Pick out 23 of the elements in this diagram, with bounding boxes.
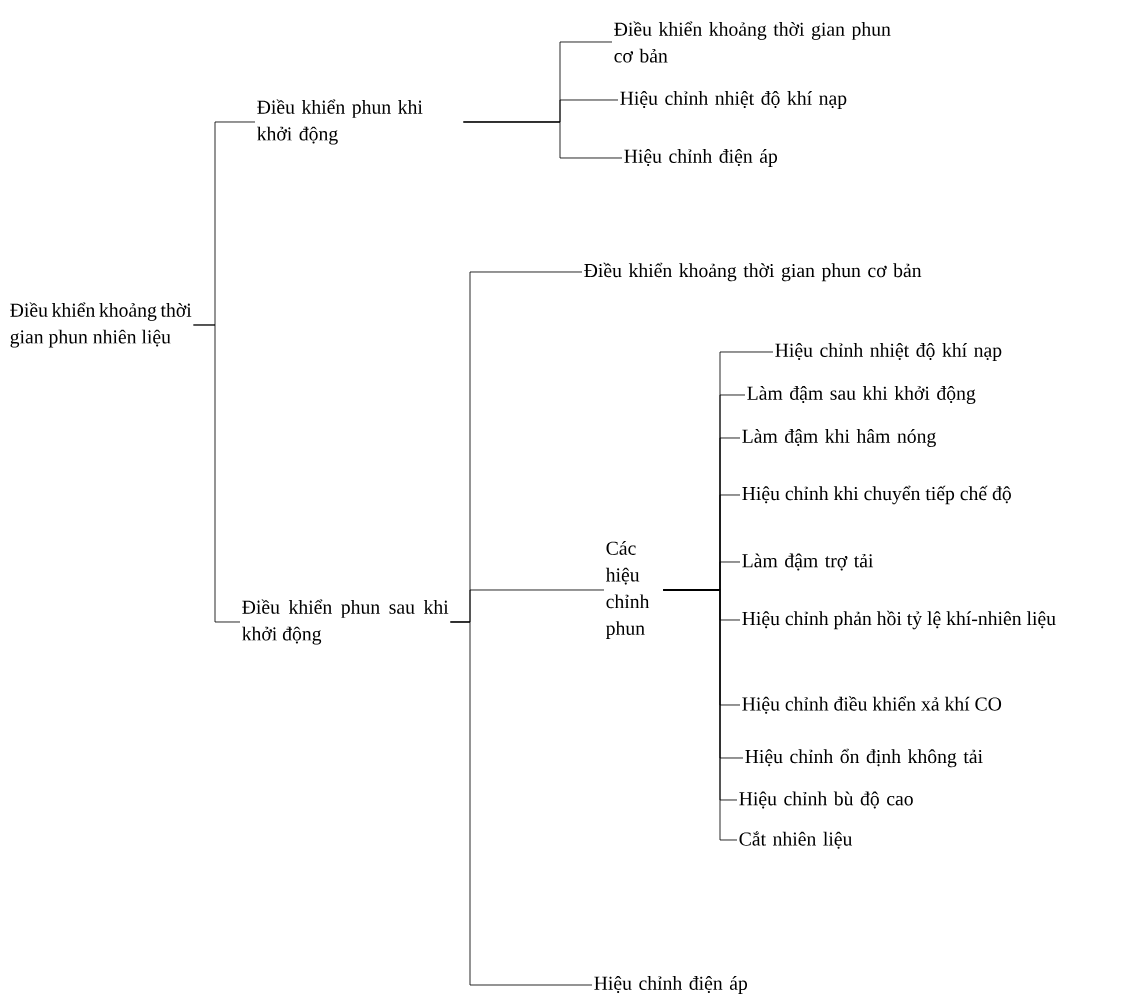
bracket-connector	[462, 121, 623, 159]
leaf-label: Hiệu chỉnh khi chuyển tiếp chế độ	[742, 485, 1011, 505]
leaf-label: Hiệu chỉnh bù độ cao	[739, 791, 913, 809]
branch-label: Điều khiển phun sau khi khởi động	[242, 599, 449, 645]
leaf-label: Điều khiển khoảng thời gian phun cơ bản	[584, 262, 922, 282]
leaf-label: Hiệu chỉnh điện áp	[594, 976, 748, 994]
branch-label: Các hiệu chỉnh phun	[605, 541, 650, 639]
leaf-label: Điều khiển khoảng thời gian phun cơ bản	[614, 21, 891, 63]
leaf-label: Hiệu chỉnh ổn định không tải	[745, 748, 983, 768]
bracket-connector	[662, 589, 738, 841]
branch-label: Điều khiển phun khi khởi động	[257, 99, 423, 145]
leaf-label: Hiệu chỉnh điều khiển xả khí CO	[742, 696, 1002, 714]
leaf-label: Làm đậm sau khi khởi động	[747, 386, 976, 404]
leaf-label: Làm đậm trợ tải	[742, 553, 874, 571]
leaf-label: Hiệu chỉnh nhiệt độ khí nạp	[775, 343, 1002, 361]
leaf-label: Cắt nhiên liệu	[739, 831, 853, 849]
branch-label: Điều khiển khoảng thời gian phun nhiên liệu	[10, 302, 192, 348]
bracket-connector	[449, 621, 593, 986]
leaf-label: Hiệu chỉnh nhiệt độ khí nạp	[620, 91, 847, 109]
leaf-label: Làm đậm khi hâm nóng	[742, 429, 936, 447]
bracket-connector	[192, 324, 241, 623]
leaf-label: Hiệu chỉnh điện áp	[624, 149, 778, 167]
leaf-label: Hiệu chỉnh phản hồi tỷ lệ khí-nhiên liệu	[742, 610, 1056, 630]
